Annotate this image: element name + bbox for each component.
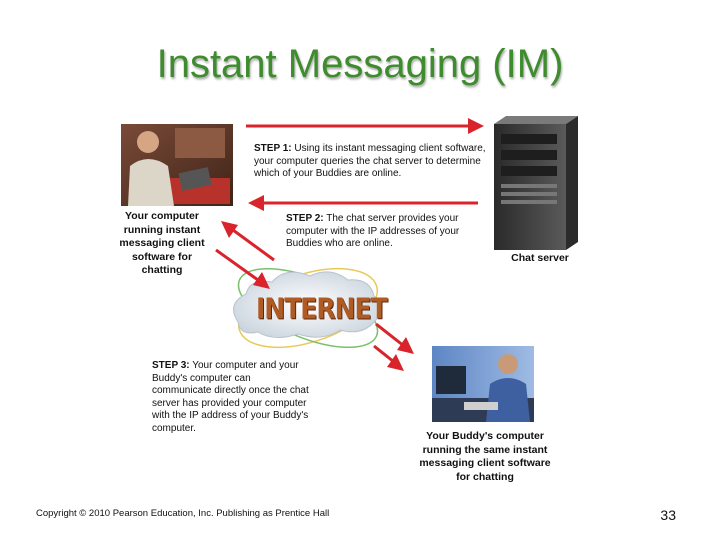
upper-left-arrows	[215, 221, 275, 289]
your-computer-photo	[121, 124, 233, 206]
copyright-footer: Copyright © 2010 Pearson Education, Inc.…	[36, 508, 330, 519]
buddy-computer-photo	[432, 346, 534, 422]
step2-label: STEP 2:	[286, 213, 324, 224]
step2-description: The chat server provides your computer w…	[286, 213, 460, 250]
step2-arrow	[248, 195, 478, 211]
slide-title: Instant Messaging (IM)	[156, 42, 564, 86]
step3-text: STEP 3: Your computer and your Buddy's c…	[152, 360, 310, 436]
step3-label: STEP 3:	[152, 360, 190, 371]
step3-description: Your computer and your Buddy's computer …	[152, 360, 309, 434]
im-diagram: INTERNET STEP 1: Using its instant messa…	[108, 108, 604, 500]
chat-server-caption: Chat server	[511, 252, 569, 264]
buddy-computer-caption: Your Buddy's computer running the same i…	[419, 430, 551, 483]
step1-arrow	[246, 118, 484, 134]
your-computer-caption: Your computer running instant messaging …	[119, 210, 205, 276]
step1-text: STEP 1: Using its instant messaging clie…	[254, 143, 492, 181]
diagram-artwork	[121, 116, 578, 422]
step2-text: STEP 2: The chat server provides your co…	[286, 213, 492, 251]
page-number: 33	[660, 507, 676, 523]
chat-server-icon	[494, 116, 578, 250]
lower-right-arrows	[373, 322, 414, 371]
internet-label: INTERNET	[256, 291, 388, 326]
step1-label: STEP 1:	[254, 143, 292, 154]
step1-description: Using its instant messaging client softw…	[254, 143, 486, 180]
